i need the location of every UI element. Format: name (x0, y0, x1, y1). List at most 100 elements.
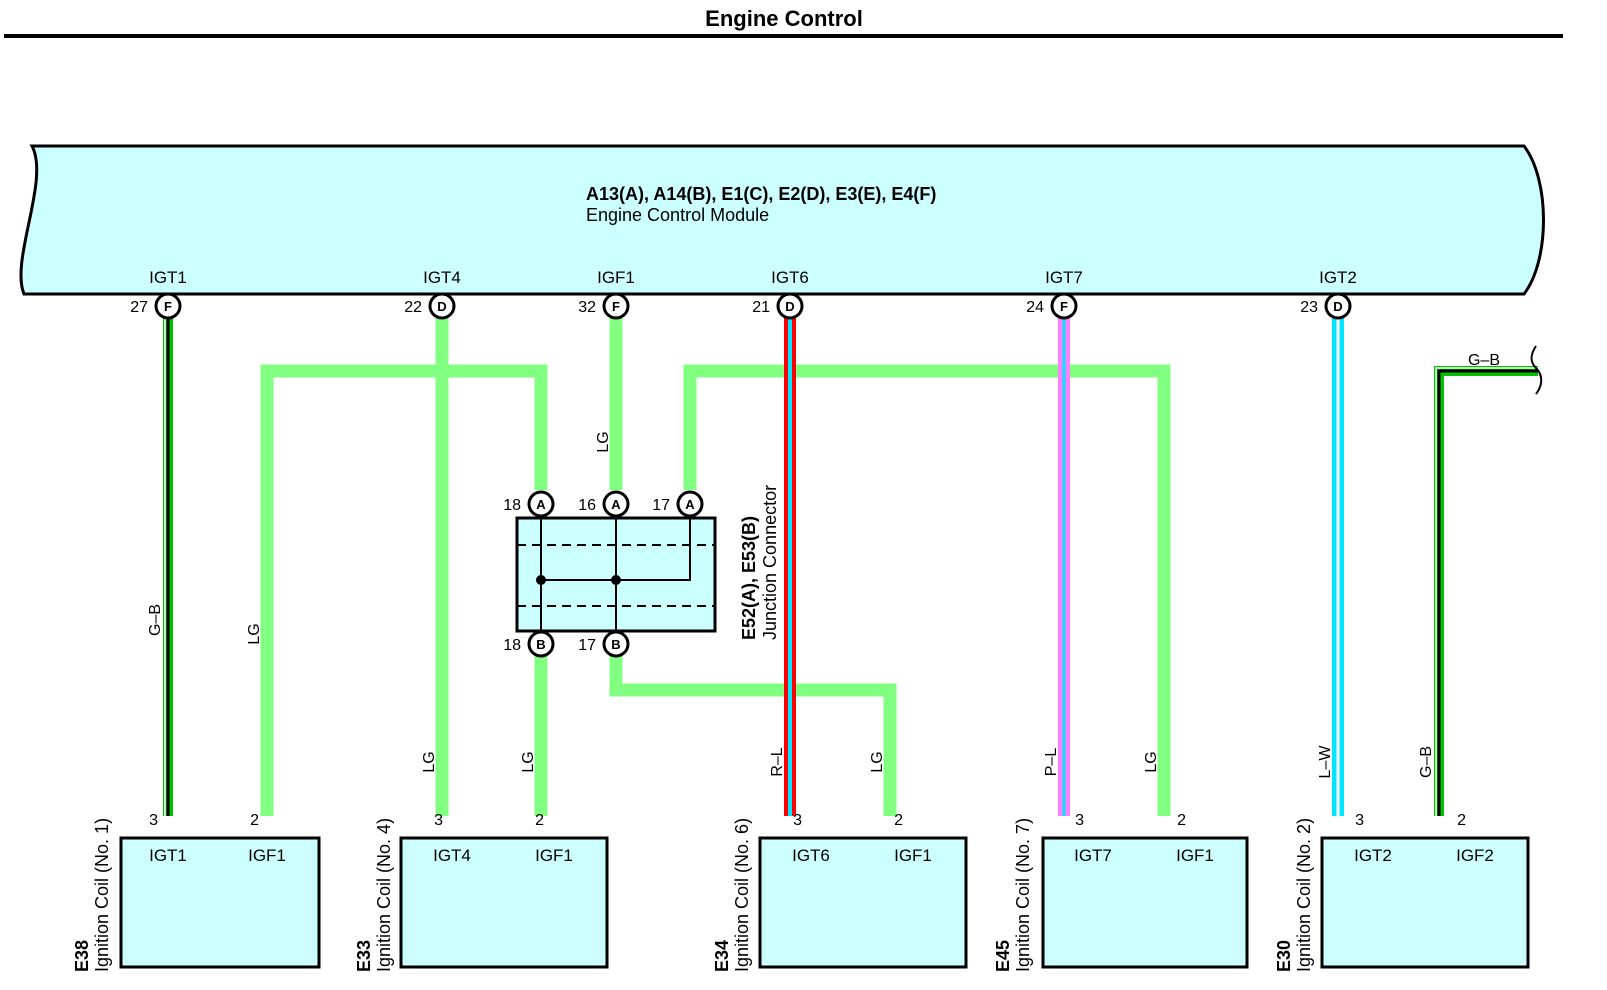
ecm-connector-igt2: D 23 (1300, 292, 1352, 320)
svg-text:3: 3 (1075, 812, 1084, 829)
wire-label-igt1: G–B (147, 604, 164, 636)
junction-code: E52(A), E53(B) (739, 516, 759, 640)
svg-text:D: D (1333, 299, 1342, 314)
svg-text:2: 2 (535, 812, 544, 829)
junction-pin-a18: A 18 (503, 490, 555, 518)
svg-text:17: 17 (578, 637, 596, 654)
junction-pin-b18: B 18 (503, 630, 555, 658)
svg-text:18: 18 (503, 637, 521, 654)
svg-text:2: 2 (1177, 812, 1186, 829)
svg-text:F: F (164, 299, 172, 314)
svg-text:F: F (1060, 299, 1068, 314)
ecm-pin-number: 21 (752, 299, 770, 316)
wire-label-e30-igf2: G–B (1418, 746, 1435, 778)
junction-pin-a16: A 16 (578, 490, 630, 518)
ecm-connector-codes: A13(A), A14(B), E1(C), E2(D), E3(E), E4(… (586, 184, 936, 204)
coil-name: Ignition Coil (No. 2) (1294, 818, 1314, 972)
coil-code: E33 (354, 940, 374, 972)
coil-code: E30 (1274, 940, 1294, 972)
ecm-connector-igt4: D 22 (404, 292, 456, 320)
svg-text:3: 3 (434, 812, 443, 829)
coil-name: Ignition Coil (No. 6) (732, 818, 752, 972)
wire-label-offpage: G–B (1468, 352, 1500, 369)
junction-connector: A 18 A 16 A 17 B 18 B 17 E52(A), E53(B) … (503, 485, 780, 658)
svg-text:2: 2 (894, 812, 903, 829)
ecm-pin-number: 32 (578, 299, 596, 316)
svg-text:A: A (611, 497, 621, 512)
svg-text:IGF1: IGF1 (248, 846, 286, 865)
svg-text:A: A (536, 497, 546, 512)
coil-code: E45 (993, 940, 1013, 972)
wire-break-mark (1530, 345, 1543, 395)
svg-text:17: 17 (652, 497, 670, 514)
ecm-pin-number: 24 (1026, 299, 1044, 316)
svg-text:IGT7: IGT7 (1074, 846, 1112, 865)
junction-pin-a17: A 17 (652, 490, 704, 518)
svg-text:IGT4: IGT4 (433, 846, 471, 865)
ecm-terminal-igt1: IGT1 (149, 268, 187, 287)
junction-name: Junction Connector (760, 485, 780, 640)
ecm-terminal-igt2: IGT2 (1319, 268, 1357, 287)
splice-dot (611, 575, 621, 585)
ecm-pin-number: 23 (1300, 299, 1318, 316)
wire-label-igt6: R–L (769, 747, 786, 776)
coil-name: Ignition Coil (No. 1) (92, 818, 112, 972)
ecm-pin-number: 27 (130, 299, 148, 316)
svg-text:IGF1: IGF1 (1176, 846, 1214, 865)
wire-label-igt4: LG (421, 751, 438, 772)
wire-label-igt7: P–L (1043, 748, 1060, 777)
ecm-box (19, 144, 1545, 296)
ecm-connector-igf1: F 32 (578, 292, 630, 320)
wire-label-e45-igf1: LG (1143, 751, 1160, 772)
ignition-coil-e30: IGT2 IGF2 3 2 E30 Ignition Coil (No. 2) (1274, 812, 1530, 972)
ecm-name: Engine Control Module (586, 205, 769, 225)
svg-text:3: 3 (793, 812, 802, 829)
wire-igt1-g-b (163, 318, 173, 816)
svg-text:18: 18 (503, 497, 521, 514)
svg-text:3: 3 (149, 812, 158, 829)
svg-text:16: 16 (578, 497, 596, 514)
svg-text:D: D (785, 299, 794, 314)
wire-label-e33-igf1: LG (520, 751, 537, 772)
coil-name: Ignition Coil (No. 7) (1013, 818, 1033, 972)
wire-igf2-g-b (1434, 345, 1543, 816)
ignition-coil-e45: IGT7 IGF1 3 2 E45 Ignition Coil (No. 7) (993, 812, 1249, 972)
page-title: Engine Control (705, 6, 863, 31)
svg-text:F: F (612, 299, 620, 314)
wire-label-e38-igf1: LG (246, 623, 263, 644)
wire-label-igt2: L–W (1317, 745, 1334, 779)
ignition-coil-e38: IGT1 IGF1 3 2 E38 Ignition Coil (No. 1) (72, 812, 321, 972)
ignition-coil-e34: IGT6 IGF1 3 2 E34 Ignition Coil (No. 6) (712, 812, 968, 972)
svg-text:IGT6: IGT6 (792, 846, 830, 865)
svg-text:B: B (536, 637, 545, 652)
ecm-connector-igt1: F 27 (130, 292, 182, 320)
splice-dot (536, 575, 546, 585)
ecm-connector-igt7: F 24 (1026, 292, 1078, 320)
svg-text:IGT2: IGT2 (1354, 846, 1392, 865)
wire-igf1-lg-network (260, 318, 1171, 816)
svg-text:3: 3 (1355, 812, 1364, 829)
wires (163, 318, 1543, 816)
wire-label-e34-igf1: LG (869, 751, 886, 772)
coil-name: Ignition Coil (No. 4) (374, 818, 394, 972)
svg-text:IGF2: IGF2 (1456, 846, 1494, 865)
ecm-pin-number: 22 (404, 299, 422, 316)
ignition-coil-e33: IGT4 IGF1 3 2 E33 Ignition Coil (No. 4) (354, 812, 609, 972)
svg-text:2: 2 (1457, 812, 1466, 829)
coil-code: E34 (712, 940, 732, 972)
ecm-connectors: F 27 D 22 F 32 D 21 F 24 D 23 (130, 292, 1352, 320)
ecm-terminal-igf1: IGF1 (597, 268, 635, 287)
svg-text:IGF1: IGF1 (894, 846, 932, 865)
wire-label-igf1-trunk: LG (595, 431, 612, 452)
junction-pin-b17: B 17 (578, 630, 630, 658)
ecm-terminal-igt6: IGT6 (771, 268, 809, 287)
wire-labels: G–B LG LG LG LG R–L LG P–L LG L–W G–B G–… (147, 352, 1500, 778)
svg-text:IGF1: IGF1 (535, 846, 573, 865)
coil-code: E38 (72, 940, 92, 972)
ecm-terminal-igt7: IGT7 (1045, 268, 1083, 287)
ecm-connector-igt6: D 21 (752, 292, 804, 320)
svg-text:IGT1: IGT1 (149, 846, 187, 865)
ecm-terminal-igt4: IGT4 (423, 268, 461, 287)
svg-text:B: B (611, 637, 620, 652)
